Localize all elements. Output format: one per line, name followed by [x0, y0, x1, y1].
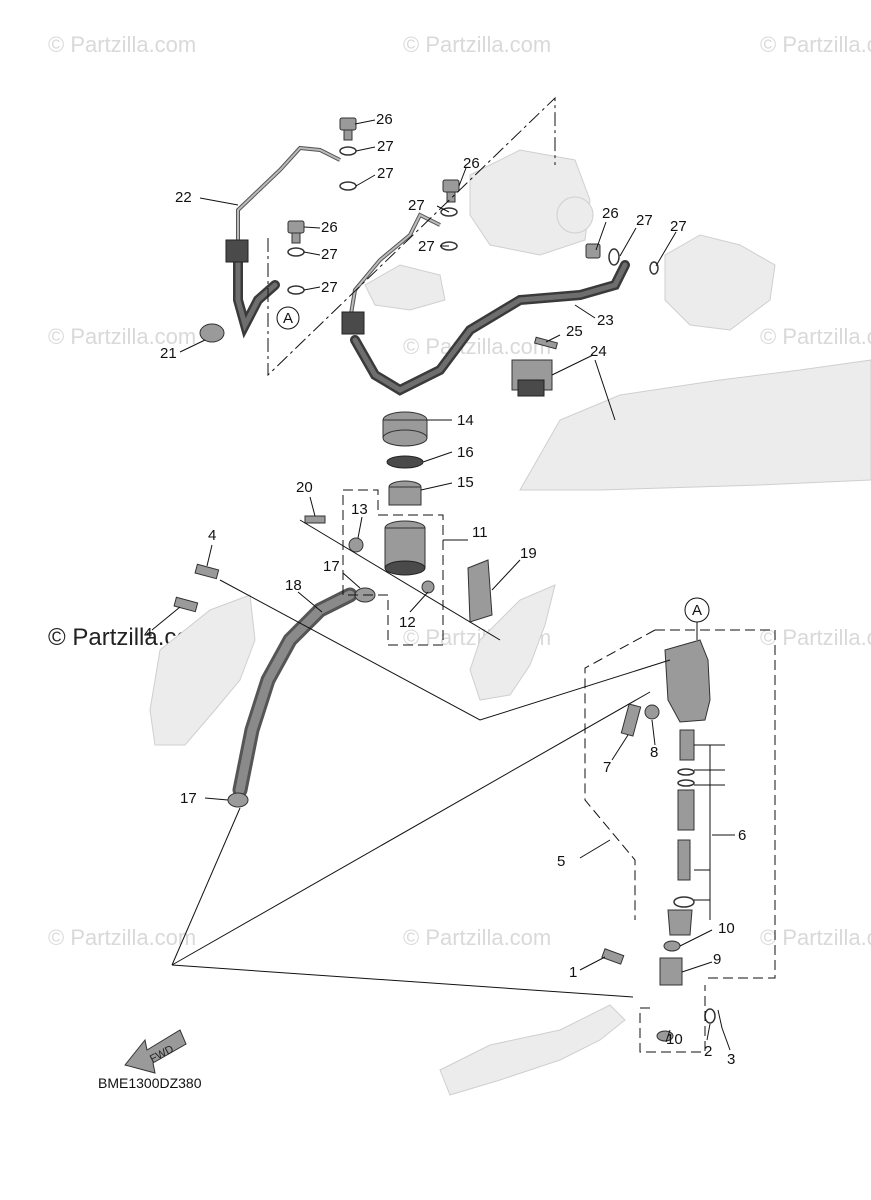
callout-19: 19	[520, 545, 537, 562]
watermark-text: © Partzilla.com	[403, 334, 551, 359]
ref-marker-label: A	[283, 310, 293, 327]
callout-10: 10	[666, 1031, 683, 1048]
callout-27: 27	[670, 218, 687, 235]
callout-26: 26	[463, 155, 480, 172]
callout-27: 27	[418, 238, 435, 255]
callout-13: 13	[351, 501, 368, 518]
callout-17: 17	[323, 558, 340, 575]
callout-17: 17	[180, 790, 197, 807]
callout-27: 27	[321, 279, 338, 296]
callout-27: 27	[321, 246, 338, 263]
callout-numbers: 26 27 27 22 26 27 27 26 27 27 26 27 27 2…	[144, 111, 746, 1068]
group-outlines	[267, 96, 776, 1053]
callout-24: 24	[590, 343, 607, 360]
watermark-text: © Partzilla.com	[760, 32, 871, 57]
watermark-text: © Partzilla.com	[48, 925, 196, 950]
watermark-text: © Partzilla.com	[760, 925, 871, 950]
callout-9: 9	[713, 951, 721, 968]
parts	[124, 117, 723, 1074]
callout-3: 3	[727, 1051, 735, 1068]
watermarks: © Partzilla.com © Partzilla.com © Partzi…	[48, 32, 871, 950]
union-bolt-icon	[339, 117, 357, 141]
callout-20: 20	[296, 479, 313, 496]
callout-23: 23	[597, 312, 614, 329]
callout-1: 1	[569, 964, 577, 981]
watermark-text: © Partzilla.com	[403, 925, 551, 950]
callout-12: 12	[399, 614, 416, 631]
fwd-arrow-icon	[124, 1029, 187, 1074]
callout-6: 6	[738, 827, 746, 844]
callout-27: 27	[377, 165, 394, 182]
callout-26: 26	[321, 219, 338, 236]
callout-21: 21	[160, 345, 177, 362]
callout-5: 5	[557, 853, 565, 870]
union-bolt-icon	[442, 179, 460, 203]
watermark-text: © Partzilla.com	[48, 32, 196, 57]
callout-27: 27	[408, 197, 425, 214]
callout-27: 27	[377, 138, 394, 155]
watermark-text: © Partzilla.com	[48, 324, 196, 349]
watermark-text: © Partzilla.com	[403, 32, 551, 57]
watermark-text: © Partzilla.com	[760, 625, 871, 650]
callout-16: 16	[457, 444, 474, 461]
ref-marker-a: A A	[276, 306, 710, 640]
diagram-code: BME1300DZ380	[98, 1075, 202, 1091]
callout-11: 11	[472, 524, 488, 541]
callout-10: 10	[718, 920, 735, 937]
ghost-parts	[149, 149, 871, 1096]
callout-26: 26	[376, 111, 393, 128]
leader-lines	[151, 119, 735, 1051]
brake-lines	[232, 145, 630, 798]
union-bolt-icon	[287, 220, 305, 244]
callout-26: 26	[602, 205, 619, 222]
callout-4: 4	[144, 625, 152, 642]
callout-27: 27	[636, 212, 653, 229]
ref-marker-label: A	[692, 602, 702, 619]
callout-15: 15	[457, 474, 474, 491]
callout-4: 4	[208, 527, 216, 544]
callout-7: 7	[603, 759, 611, 776]
callout-22: 22	[175, 189, 192, 206]
callout-8: 8	[650, 744, 658, 761]
callout-14: 14	[457, 412, 474, 429]
callout-2: 2	[704, 1043, 712, 1060]
watermark-text: © Partzilla.com	[760, 324, 871, 349]
callout-18: 18	[285, 577, 302, 594]
callout-25: 25	[566, 323, 583, 340]
